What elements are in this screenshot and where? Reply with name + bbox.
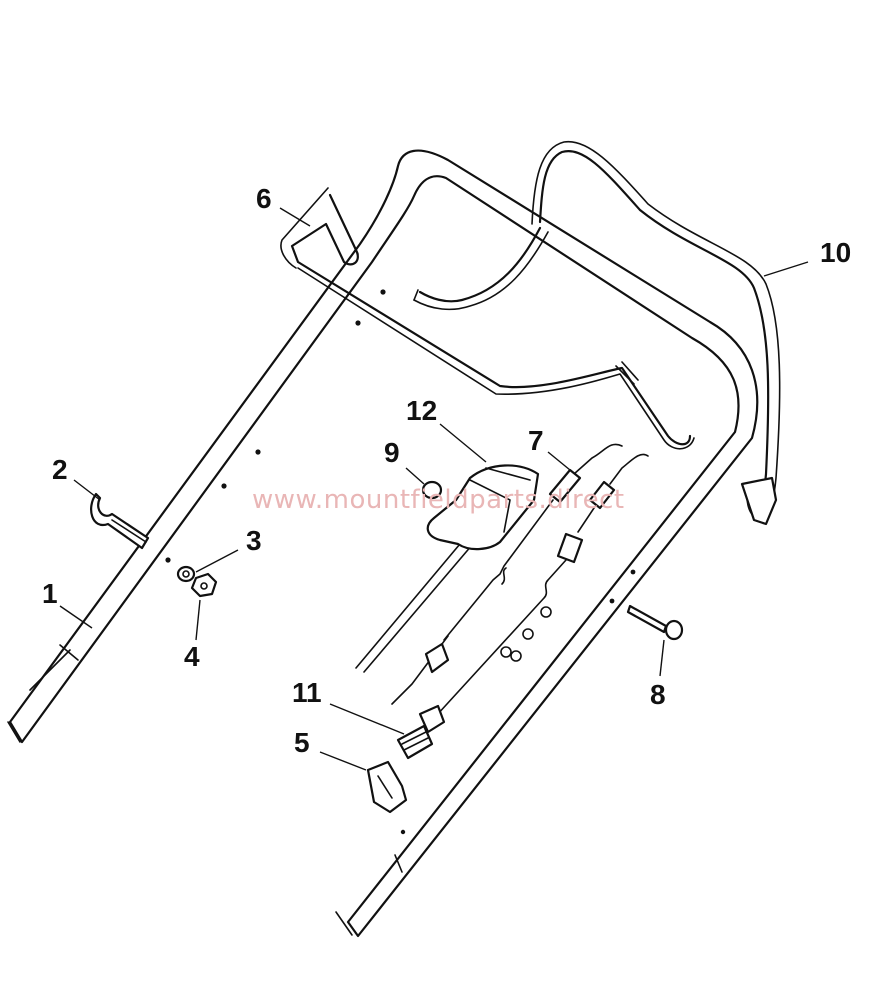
part-labels: 1 2 3 4 5 6 7 8 9 10 11 12 bbox=[42, 183, 851, 758]
watermark-text: www.mountfieldparts.direct bbox=[252, 485, 625, 515]
label-part-9: 9 bbox=[384, 437, 400, 468]
hook-bolt bbox=[90, 492, 150, 550]
label-part-11: 11 bbox=[292, 677, 322, 708]
label-part-1: 1 bbox=[42, 578, 58, 609]
bolt bbox=[626, 604, 684, 641]
cable-clip bbox=[366, 760, 408, 814]
label-part-12: 12 bbox=[406, 395, 437, 426]
operator-bail bbox=[531, 140, 781, 526]
label-part-6: 6 bbox=[256, 183, 272, 214]
label-part-3: 3 bbox=[246, 525, 262, 556]
upper-handle bbox=[7, 149, 759, 938]
cable-assemblies bbox=[355, 443, 649, 760]
spacer bbox=[421, 480, 443, 500]
control-housing bbox=[426, 464, 540, 551]
label-part-2: 2 bbox=[52, 454, 68, 485]
label-part-7: 7 bbox=[528, 425, 544, 456]
label-part-4: 4 bbox=[184, 641, 200, 672]
leader-lines bbox=[59, 207, 809, 771]
label-part-8: 8 bbox=[650, 679, 666, 710]
label-part-10: 10 bbox=[820, 237, 851, 268]
washer bbox=[176, 565, 196, 583]
inner-strap bbox=[413, 226, 549, 311]
label-part-5: 5 bbox=[294, 727, 310, 758]
nut bbox=[190, 572, 218, 598]
wire-guide-bar bbox=[280, 187, 695, 450]
